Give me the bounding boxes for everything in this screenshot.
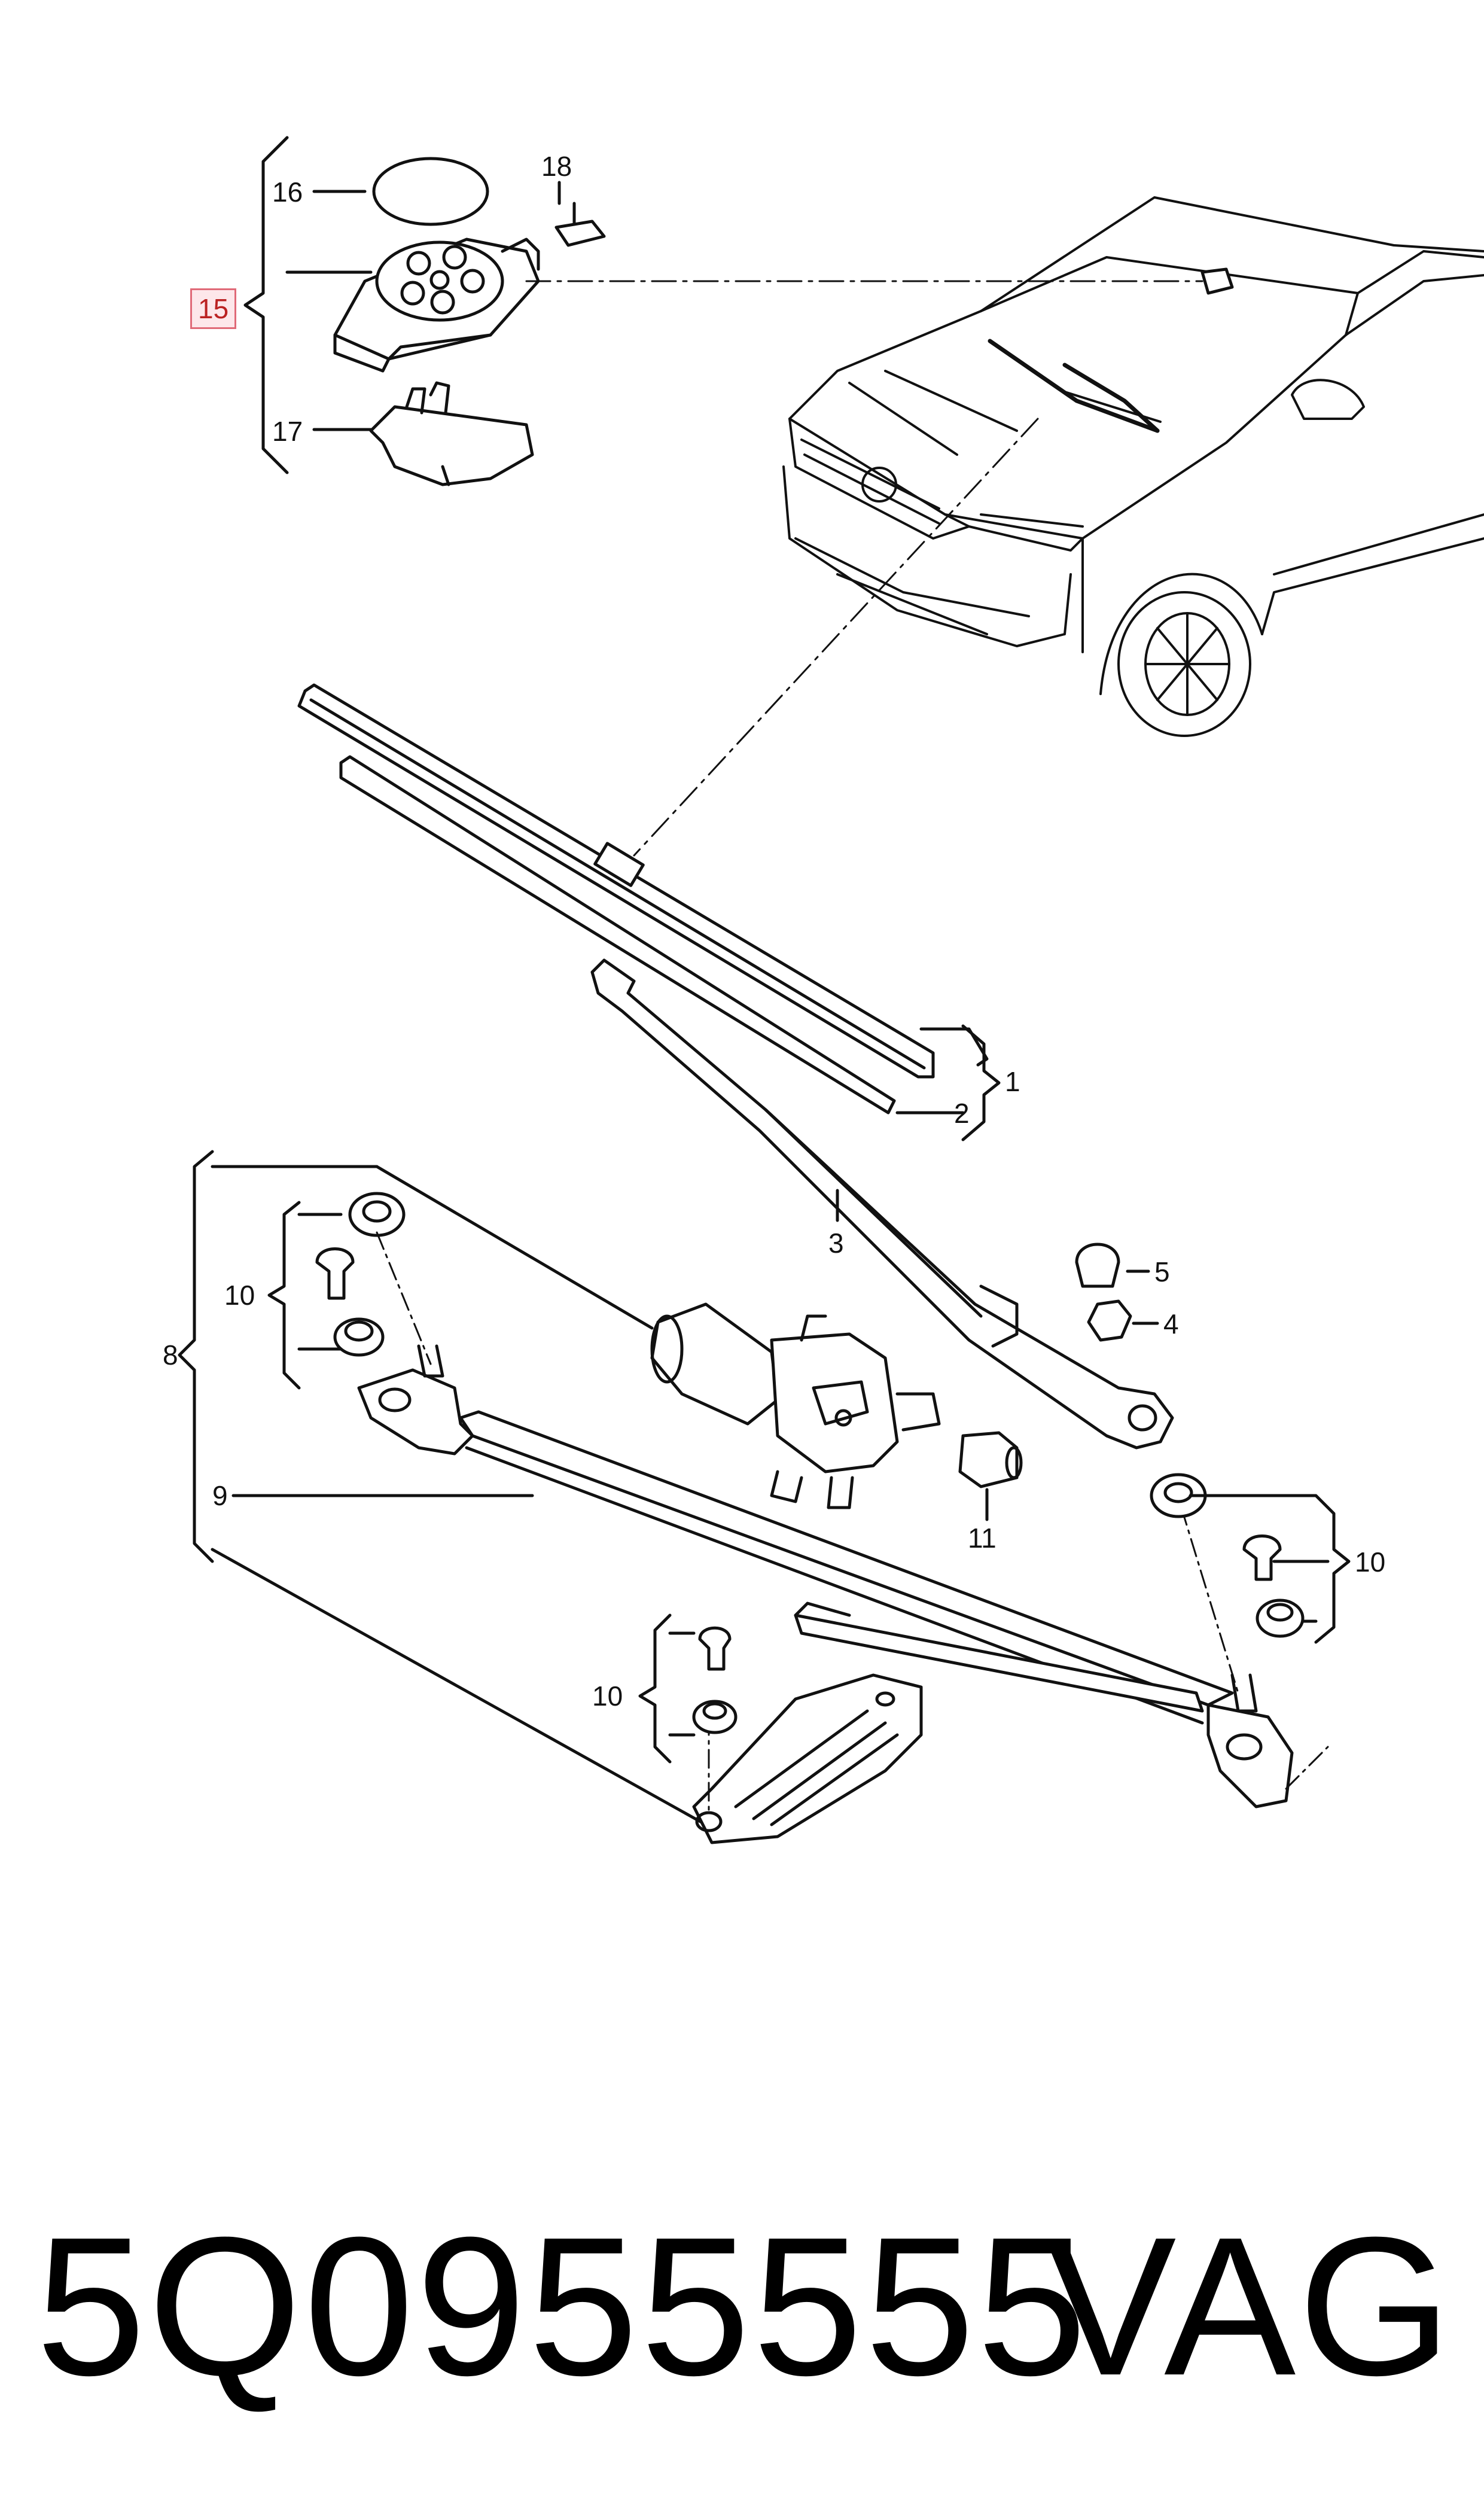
callout-16: 16 [272,176,303,208]
callout-5: 5 [1154,1256,1170,1287]
bracket-15 [243,136,289,474]
arm-nut [1087,1299,1132,1342]
bracket-10-lower [638,1613,672,1764]
plug-pin-lower [698,1626,732,1671]
plug-pin [315,1247,355,1300]
side-mirror [1291,379,1365,420]
linkage-rod [794,1613,1204,1713]
callout-17: 17 [272,416,303,447]
motor-connector [958,1431,1023,1488]
sensor-connector [554,202,606,247]
wiper-arm [590,958,1174,1450]
arm-cap [1075,1243,1120,1288]
callout-9: 9 [212,1480,228,1511]
car-wiper-left [988,339,1160,433]
callout-10-right: 10 [1355,1546,1386,1578]
bracket-10-right [1189,1494,1351,1644]
car-wiper-right [1062,363,1160,433]
part-number-text: 5Q0955555 [36,2196,1089,2416]
rain-sensor-group [243,136,1203,486]
callout-3: 3 [828,1228,844,1259]
wiper-motor [650,1302,941,1509]
exploded-parts-diagram [178,136,1484,1844]
callout-11: 11 [968,1523,997,1554]
callout-10-left: 10 [224,1280,255,1311]
wiper-rubber-insert [339,755,896,1115]
callout-15-highlighted: 15 [190,288,237,329]
callout-8: 8 [163,1339,178,1371]
bracket-8 [178,1150,214,1563]
sensor-seal-ring [372,157,489,226]
vw-badge [861,467,897,503]
vehicle-front-view [782,196,1484,737]
rain-sensor-body [333,238,540,373]
callout-2: 2 [954,1098,970,1129]
wiper-blade [297,683,935,1079]
center-mount-plate [692,1673,923,1844]
brand-text: VAG [1044,2196,1454,2416]
callout-10-lower: 10 [592,1680,623,1712]
sensor-mount-bracket [369,381,534,486]
wiper-frame-assembly [178,1150,1351,1844]
callout-4: 4 [1163,1308,1179,1339]
right-pivot-housing [1206,1703,1294,1808]
rubber-bush [333,1317,385,1357]
windshield-sensor-mark [1200,267,1234,295]
callout-1: 1 [1005,1066,1020,1097]
callout-18: 18 [541,151,572,182]
wiper-arm-assembly [590,958,1174,1450]
bracket-1 [961,1024,1001,1141]
wiper-blade-assembly [297,683,1001,1141]
blade-adapter [593,842,645,887]
rubber-grommet [348,1192,406,1237]
left-pivot-housing [357,1368,474,1456]
front-wheel [1117,591,1251,737]
wiper-position-line [633,418,1039,857]
bracket-10-left [267,1201,301,1390]
plug-pin-right [1242,1534,1282,1581]
